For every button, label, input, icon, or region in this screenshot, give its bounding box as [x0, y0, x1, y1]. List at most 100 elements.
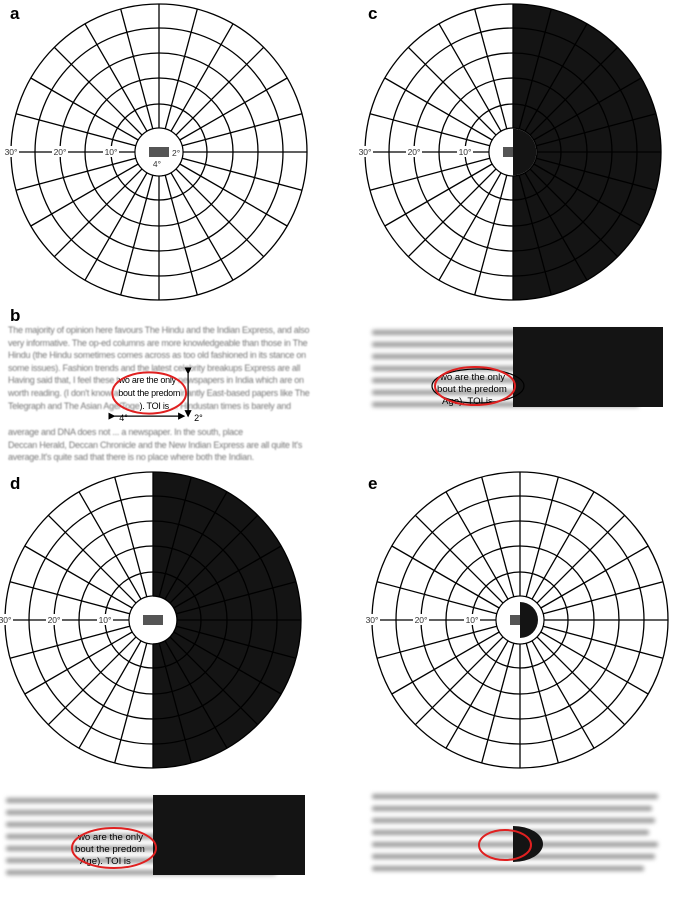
- passage-text: ... Hindustan times is barely and: [168, 400, 291, 411]
- grid-spoke: [173, 631, 282, 695]
- panel-label-e: e: [368, 474, 378, 493]
- grid-spoke: [536, 514, 626, 604]
- grid-spoke: [369, 157, 490, 191]
- grid-ring: [28, 495, 278, 745]
- label-bg: [464, 614, 480, 625]
- blurred-text-line: [6, 822, 294, 827]
- grid-spoke: [47, 636, 137, 726]
- stimulus-width-label: 4°: [153, 159, 161, 169]
- grid-spoke: [164, 640, 228, 749]
- grid-spoke: [173, 545, 282, 609]
- grid-spoke: [30, 77, 139, 141]
- grid-spoke: [524, 23, 588, 132]
- ring-label: 10°: [105, 147, 118, 157]
- grid-spoke: [158, 476, 192, 597]
- passage-line: some issues). Fashion trends and the lat…: [8, 362, 360, 375]
- blurred-text-line: [6, 810, 297, 815]
- grid-spoke: [438, 172, 502, 281]
- grid-spoke: [176, 625, 297, 659]
- polar-grid-a: 30°20°10°2°4°: [3, 3, 308, 301]
- ring-label: 30°: [0, 615, 11, 625]
- grid-spoke: [78, 640, 142, 749]
- grid-spoke: [120, 8, 154, 129]
- passage-text: The majority of opinion here favours The…: [8, 325, 310, 335]
- passage-line: worth reading. (I don't know about the p…: [8, 387, 360, 400]
- grid-spoke: [164, 491, 228, 600]
- grid-spoke: [114, 643, 148, 764]
- blurred-passage-e: [372, 790, 664, 874]
- grid-spoke: [524, 172, 588, 281]
- grid-spoke: [529, 46, 619, 136]
- label-bg: [52, 146, 68, 157]
- grid-spoke: [391, 545, 500, 609]
- grid-spoke: [540, 545, 649, 609]
- panel-label-c: c: [368, 4, 378, 23]
- panel-label-d: d: [10, 474, 21, 493]
- ring-label: 10°: [466, 615, 479, 625]
- grid-spoke: [182, 157, 303, 191]
- fixation-word-1-c: wo are the only: [440, 372, 506, 383]
- grid-spoke: [24, 631, 133, 695]
- grid-spoke: [543, 581, 664, 615]
- grid-spoke: [407, 46, 497, 136]
- blurred-text-line: [372, 854, 656, 859]
- polar-grid-e: 30°20°10°: [364, 471, 669, 769]
- passage-line: Deccan Herald, Deccan Chronicle and the …: [8, 439, 360, 452]
- polar-grid-d: 30°20°10°: [0, 471, 302, 769]
- grid-spoke: [84, 172, 148, 281]
- blurred-text-line: [6, 870, 276, 875]
- grid-spoke: [474, 175, 508, 296]
- grid-spoke: [369, 113, 490, 147]
- grid-spoke: [518, 175, 552, 296]
- label-bg: [357, 146, 373, 157]
- grid-spoke: [9, 581, 130, 615]
- label-bg: [364, 614, 380, 625]
- fixation-word-1-d: wo are the only: [78, 832, 144, 843]
- grid-spoke: [114, 476, 148, 597]
- grid-ring: [34, 27, 284, 277]
- passage-text: Deccan Herald, Deccan Chronicle and the …: [8, 439, 303, 450]
- passage-line: very informative. The op-ed columns are …: [8, 337, 360, 350]
- grid-spoke: [47, 514, 137, 604]
- grid-spoke: [531, 640, 595, 749]
- ring-label: 20°: [408, 147, 421, 157]
- panel-label-a: a: [10, 4, 20, 23]
- passage-line: Having said that, I feel these two are t…: [8, 374, 360, 387]
- grid-spoke: [158, 643, 192, 764]
- fixation-word-3-c: Age). TOI is: [442, 396, 493, 407]
- grid-spoke: [445, 491, 509, 600]
- grid-ring: [134, 127, 184, 177]
- label-bg: [103, 146, 119, 157]
- scotoma-block-c: [513, 327, 663, 407]
- ring-label: 20°: [415, 615, 428, 625]
- blurred-text-line: [372, 806, 653, 811]
- grid-spoke: [179, 77, 288, 141]
- grid-spoke: [15, 157, 136, 191]
- grid-ring: [488, 127, 538, 177]
- passage-line: Telegraph and The Asian Age/Toge). TOI i…: [8, 400, 360, 413]
- grid-spoke: [78, 491, 142, 600]
- grid-spoke: [179, 163, 288, 227]
- blurred-text-line: [372, 818, 656, 823]
- grid-spoke: [533, 163, 642, 227]
- polar-grid-c: 30°20°10°: [357, 3, 662, 301]
- grid-spoke: [53, 168, 143, 258]
- grid-spoke: [170, 23, 234, 132]
- label-bg: [3, 146, 19, 157]
- grid-spoke: [481, 476, 515, 597]
- label-bg: [413, 614, 429, 625]
- grid-spoke: [376, 625, 497, 659]
- grid-spoke: [175, 168, 265, 258]
- stimulus-height-label: 2°: [172, 148, 180, 158]
- grid-spoke: [543, 625, 664, 659]
- passage-text: average and DNA does not ... a newspaper…: [8, 427, 243, 438]
- scotoma-block-d: [153, 795, 305, 875]
- grid-spoke: [53, 46, 143, 136]
- passage-text: newspapers in India which are on: [175, 375, 304, 386]
- ring-label: 20°: [48, 615, 61, 625]
- grid-spoke: [525, 476, 559, 597]
- grid-ring: [84, 77, 234, 227]
- passage-text: very informative. The op-ed columns are …: [8, 337, 308, 348]
- grid-spoke: [536, 157, 657, 191]
